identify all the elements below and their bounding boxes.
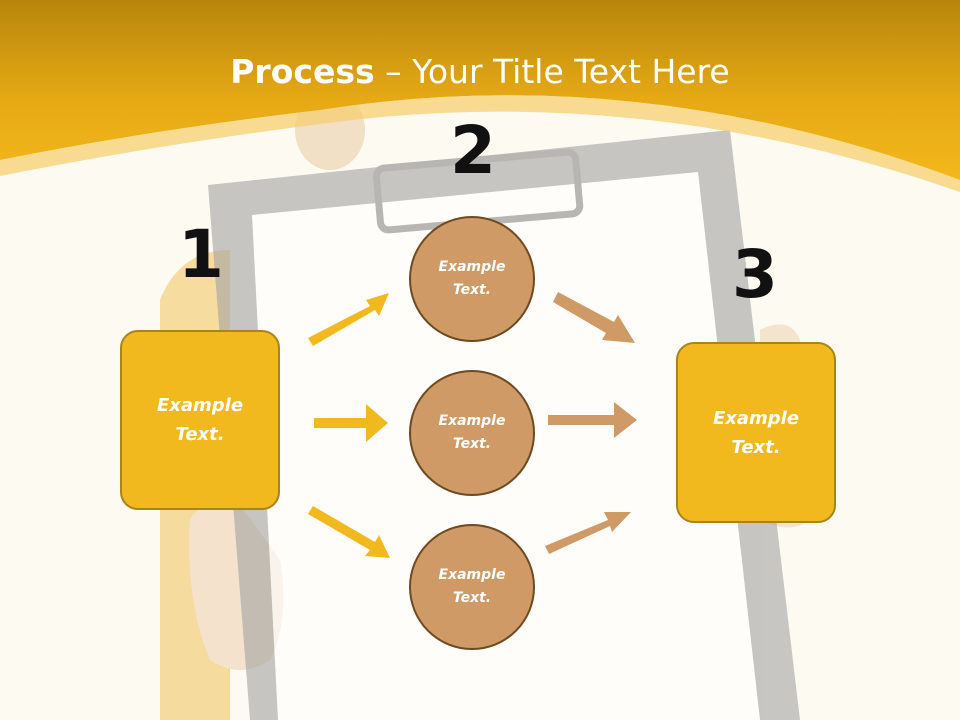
step-2-circle-middle: Example Text. [409, 370, 535, 496]
title-bold: Process [230, 52, 375, 91]
arrow-circle-bottom-to-3 [545, 512, 631, 554]
step-3-text: Example Text. [712, 407, 800, 458]
slide-title: Process – Your Title Text Here [0, 52, 960, 91]
circle-middle-text: Example Text. [438, 413, 506, 452]
step-2-circle-bottom: Example Text. [409, 524, 535, 650]
arrow-1-to-circle-top [308, 293, 389, 346]
title-rest: – Your Title Text Here [374, 52, 730, 91]
step-number-2: 2 [450, 112, 496, 189]
arrow-circle-mid-to-3 [548, 402, 637, 438]
arrow-1-to-circle-bottom [308, 506, 390, 558]
arrow-1-to-circle-mid [314, 404, 388, 442]
step-number-3: 3 [732, 236, 778, 313]
circle-bottom-text: Example Text. [438, 567, 506, 606]
step-1-box: Example Text. [120, 330, 280, 510]
circle-top-text: Example Text. [438, 259, 506, 298]
step-1-text: Example Text. [156, 395, 244, 445]
arrow-circle-top-to-3 [553, 292, 635, 343]
step-2-circle-top: Example Text. [409, 216, 535, 342]
step-3-box: Example Text. [676, 342, 836, 523]
step-number-1: 1 [178, 216, 224, 293]
